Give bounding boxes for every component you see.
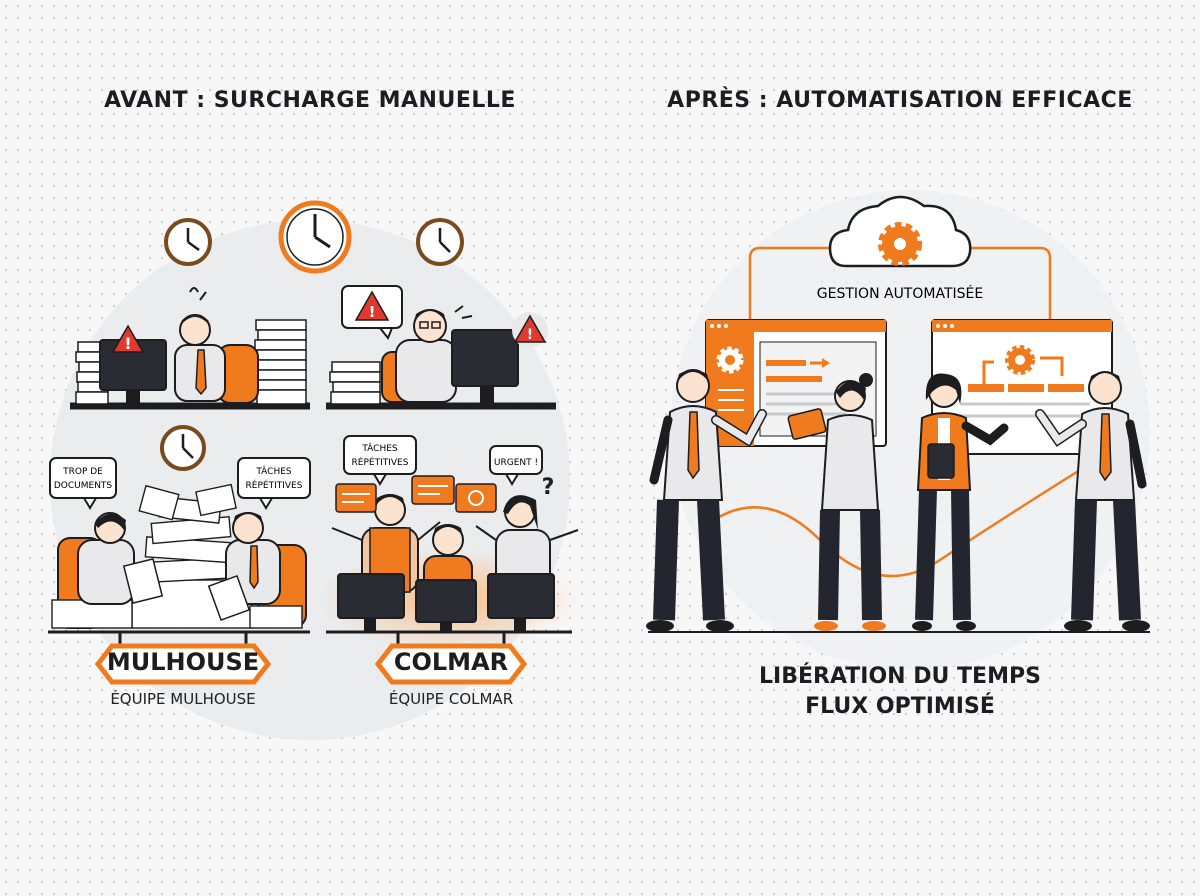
clock-icon xyxy=(164,218,212,266)
warning-bubble: ! xyxy=(341,285,403,340)
caption-mulhouse: ÉQUIPE MULHOUSE xyxy=(110,690,256,708)
svg-text:URGENT !: URGENT ! xyxy=(494,458,538,468)
clock-icon xyxy=(160,425,206,471)
warning-icon: ! xyxy=(111,324,145,353)
caption-colmar: ÉQUIPE COLMAR xyxy=(388,690,514,708)
gear-icon xyxy=(716,346,744,374)
team-label-colmar: COLMAR xyxy=(393,648,509,676)
team-label-mulhouse: MULHOUSE xyxy=(106,648,260,676)
team-member-pointing xyxy=(646,369,767,632)
cloud-label: GESTION AUTOMATISÉE xyxy=(817,285,983,302)
svg-text:TÂCHES: TÂCHES xyxy=(361,442,398,454)
speech-bubble-tasks: TÂCHES RÉPÉTITIVES xyxy=(237,457,311,510)
svg-text:?: ? xyxy=(542,475,555,500)
svg-text:TÂCHES: TÂCHES xyxy=(255,465,292,477)
warning-icon: ! xyxy=(512,312,548,348)
svg-text:!: ! xyxy=(124,334,131,353)
mulhouse-plaque xyxy=(94,632,272,685)
speech-bubble-tasks-colmar: TÂCHES RÉPÉTITIVES xyxy=(343,435,417,486)
before-title: AVANT : SURCHARGE MANUELLE xyxy=(104,88,516,113)
team-member-presenter xyxy=(1035,371,1150,632)
svg-text:!: ! xyxy=(369,303,376,321)
team-member-tablet xyxy=(787,373,886,631)
overwhelmed-worker-desk xyxy=(70,287,310,410)
svg-text:RÉPÉTITIVES: RÉPÉTITIVES xyxy=(246,479,303,491)
mulhouse-scene xyxy=(48,483,310,634)
clock-icon xyxy=(278,200,352,274)
speech-bubble-urgent: URGENT ! xyxy=(489,445,543,486)
gear-icon xyxy=(1005,345,1035,375)
team-member-woman xyxy=(912,373,1009,631)
result-line-2: FLUX OPTIMISÉ xyxy=(805,694,995,719)
question-mark-icon: ? xyxy=(542,475,555,500)
colmar-plaque xyxy=(374,632,528,685)
svg-text:RÉPÉTITIVES: RÉPÉTITIVES xyxy=(352,456,409,468)
stressed-worker-desk xyxy=(326,305,556,410)
svg-text:TROP DE: TROP DE xyxy=(62,467,103,477)
result-line-1: LIBÉRATION DU TEMPS xyxy=(759,664,1041,689)
after-title: APRÈS : AUTOMATISATION EFFICACE xyxy=(667,88,1133,113)
speech-bubble-documents: TROP DE DOCUMENTS xyxy=(49,457,117,510)
gear-icon xyxy=(878,222,922,266)
colmar-scene xyxy=(320,475,580,650)
svg-text:DOCUMENTS: DOCUMENTS xyxy=(54,481,113,491)
clock-icon xyxy=(416,218,464,266)
after-backdrop xyxy=(670,190,1150,670)
dashboard-window-right xyxy=(931,319,1113,455)
svg-text:!: ! xyxy=(527,327,533,343)
